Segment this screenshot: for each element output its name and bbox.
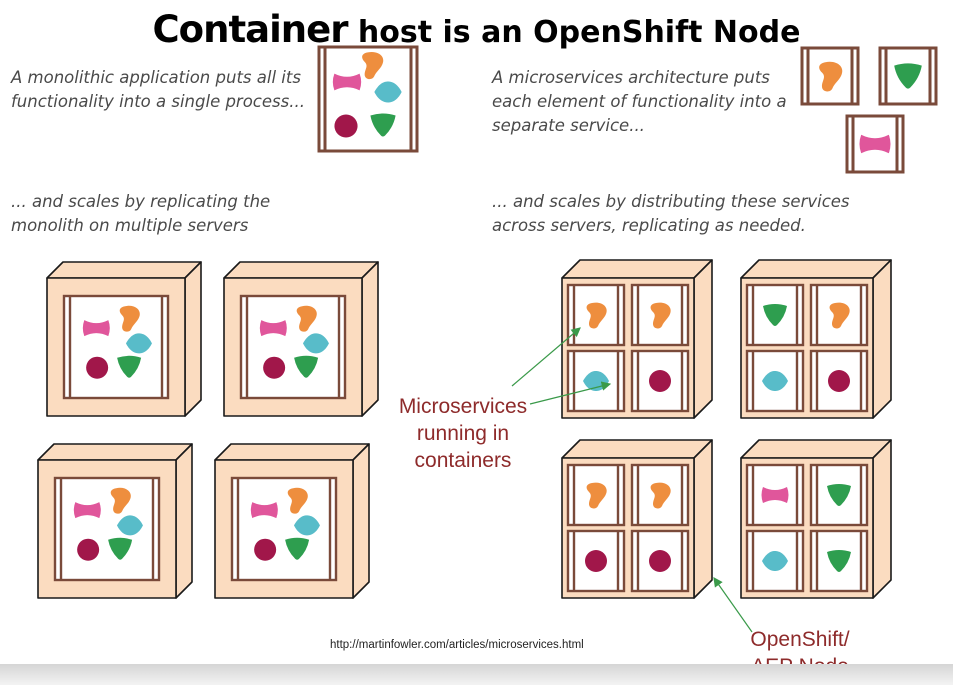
pink-bowtie-icon [82,320,110,337]
box-top-face [561,259,713,279]
box-top-face [561,439,713,459]
monolith-container-frame [230,476,338,582]
title-part-1: Container [152,8,349,51]
box-side-face [872,439,892,599]
monolith-server [223,261,379,417]
service-container-frame [745,349,805,413]
monolith-container-frame [62,294,170,400]
box-side-face [693,439,713,599]
pink-bowtie-icon [73,502,101,519]
orange-blob-icon [829,302,850,329]
orange-blob-icon [650,482,671,509]
green-triangle-icon [827,484,851,506]
arrow-to-node [713,577,753,633]
microservices-server [561,259,713,419]
box-side-face [184,261,202,417]
pink-bowtie-icon [332,73,362,91]
orange-blob-icon [110,487,131,514]
green-triangle-icon [294,355,319,378]
orange-blob-icon [586,482,607,509]
box-top-face [37,443,193,461]
orange-blob-icon [650,302,671,329]
monolith-description: A monolithic application puts all its fu… [11,68,305,111]
box-top-face [740,259,892,279]
containers-annotation: Microservices running in containers [398,395,528,472]
box-top-face [223,261,379,279]
box-side-face [361,261,379,417]
teal-diamond-icon [125,333,152,354]
teal-diamond-icon [762,371,788,391]
arrow-to-container-1 [511,327,581,387]
maroon-circle-icon [828,370,850,392]
pink-bowtie-icon [859,134,891,154]
footer-bar [0,664,953,685]
green-triangle-icon [827,550,851,572]
teal-diamond-icon [293,515,320,536]
teal-diamond-icon [302,333,329,354]
box-side-face [352,443,370,599]
maroon-circle-icon [263,356,286,379]
standalone-services [800,46,938,174]
slide-title: Container host is an OpenShift Node [0,8,953,51]
teal-diamond-icon [762,551,788,571]
box-top-face [740,439,892,459]
green-triangle-icon [117,355,142,378]
maroon-circle-icon [334,114,358,138]
monolith-server [214,443,370,599]
orange-blob-icon [362,51,384,80]
orange-blob-icon [119,305,140,332]
maroon-circle-icon [77,538,100,561]
green-triangle-icon [370,113,396,137]
source-url: http://martinfowler.com/articles/microse… [330,639,584,651]
teal-diamond-icon [116,515,143,536]
maroon-circle-icon [649,550,671,572]
microservices-server [561,439,713,599]
microservices-scaling-description: ... and scales by distributing these ser… [492,192,850,235]
orange-blob-icon [287,487,308,514]
green-triangle-icon [285,537,310,560]
box-side-face [175,443,193,599]
arrow-to-container-2 [529,381,612,405]
box-top-face [214,443,370,461]
green-triangle-icon [108,537,133,560]
annotation-arrows [511,327,753,633]
microservices-description: A microservices architecture puts each e… [492,68,787,135]
orange-blob-icon [586,302,607,329]
title-part-2: host is an OpenShift Node [347,15,801,50]
box-side-face [693,259,713,419]
box-side-face [872,259,892,419]
monolith-container-frame [53,476,161,582]
maroon-circle-icon [585,550,607,572]
monolith-process [317,45,419,153]
orange-blob-icon [296,305,317,332]
maroon-circle-icon [649,370,671,392]
box-top-face [46,261,202,279]
monolith-container-frame [239,294,347,400]
maroon-circle-icon [254,538,277,561]
green-triangle-icon [763,304,787,326]
monolith-scaling-description: ... and scales by replicating the monoli… [11,192,271,235]
maroon-circle-icon [86,356,109,379]
teal-diamond-icon [374,81,402,103]
pink-bowtie-icon [259,320,287,337]
pink-bowtie-icon [250,502,278,519]
green-triangle-icon [894,63,922,89]
pink-bowtie-icon [761,487,789,503]
monolith-server [46,261,202,417]
monolith-server [37,443,193,599]
microservices-server [740,439,892,599]
orange-blob-icon [819,61,843,92]
microservices-server [740,259,892,419]
